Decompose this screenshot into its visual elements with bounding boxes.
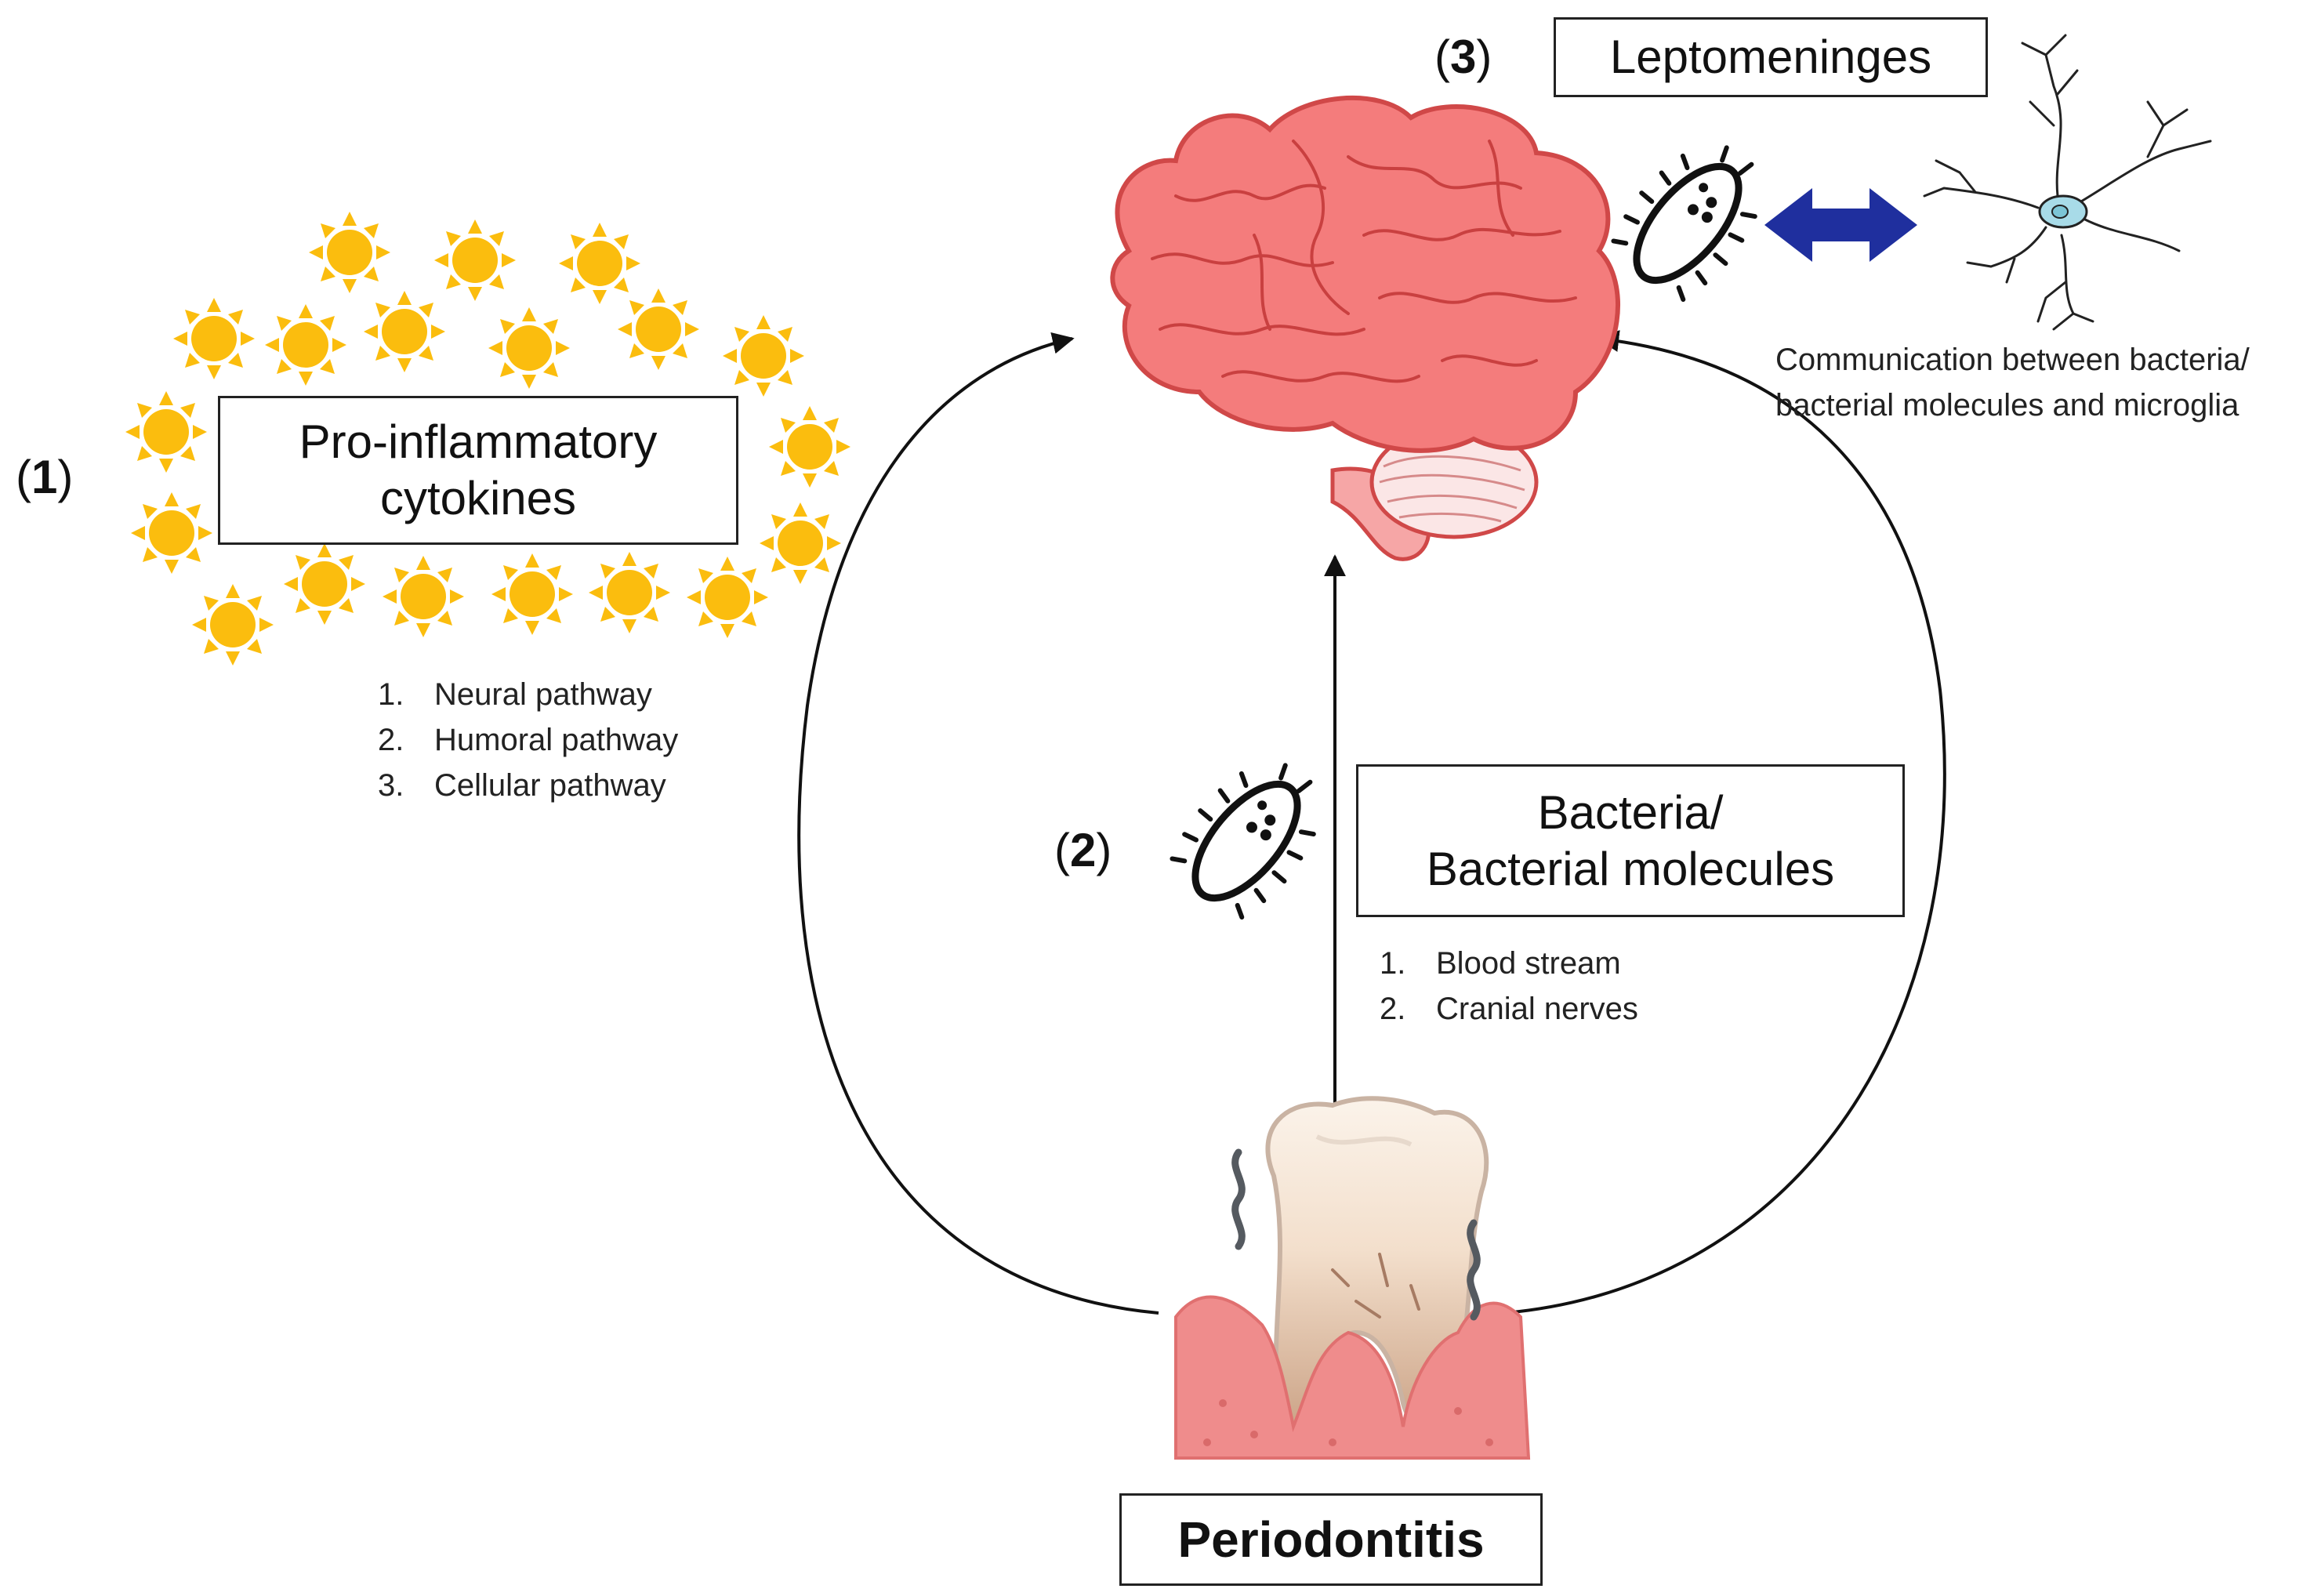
leptomeninges-box: Leptomeninges — [1554, 17, 1988, 97]
bacterium-icon-top — [1601, 122, 1786, 312]
routes-list: 1.Blood stream 2.Cranial nerves — [1380, 941, 1638, 1032]
periodontitis-box: Periodontitis — [1119, 1493, 1543, 1586]
leptomeninges-caption: Communication between bacteria/ bacteria… — [1775, 343, 2250, 423]
bacteria-box: Bacteria/ Bacterial molecules — [1356, 764, 1905, 917]
periodontitis-label: Periodontitis — [1177, 1511, 1485, 1568]
bacteria-label-line1: Bacteria/ — [1537, 785, 1724, 839]
marker-3: (3) — [1434, 31, 1492, 83]
leptomeninges-label: Leptomeninges — [1609, 31, 1932, 83]
pathways-list: 1.Neural pathway 2.Humoral pathway 3.Cel… — [378, 672, 678, 808]
tooth-illustration — [1174, 1096, 1531, 1460]
bacteria-label-line2: Bacterial molecules — [1426, 842, 1835, 895]
marker-2: (2) — [1054, 824, 1112, 876]
microglia-icon — [1923, 34, 2212, 331]
cytokines-label-line1: Pro-inflammatory — [299, 415, 658, 468]
brain-illustration — [1110, 96, 1620, 561]
cytokines-label-line2: cytokines — [379, 472, 577, 524]
list-item: 2.Humoral pathway — [378, 723, 679, 757]
list-item: 1.Neural pathway — [378, 677, 652, 712]
arrow-left-curve — [797, 332, 1159, 1315]
list-item: 2.Cranial nerves — [1380, 992, 1638, 1026]
list-item: 3.Cellular pathway — [378, 768, 666, 803]
cytokines-box: Pro-inflammatory cytokines — [218, 396, 738, 545]
marker-1: (1) — [16, 451, 74, 503]
bacterium-icon-middle — [1160, 740, 1344, 930]
double-arrow-icon — [1764, 188, 1917, 262]
arrow-right-curve — [1504, 330, 1946, 1315]
list-item: 1.Blood stream — [1380, 946, 1621, 981]
